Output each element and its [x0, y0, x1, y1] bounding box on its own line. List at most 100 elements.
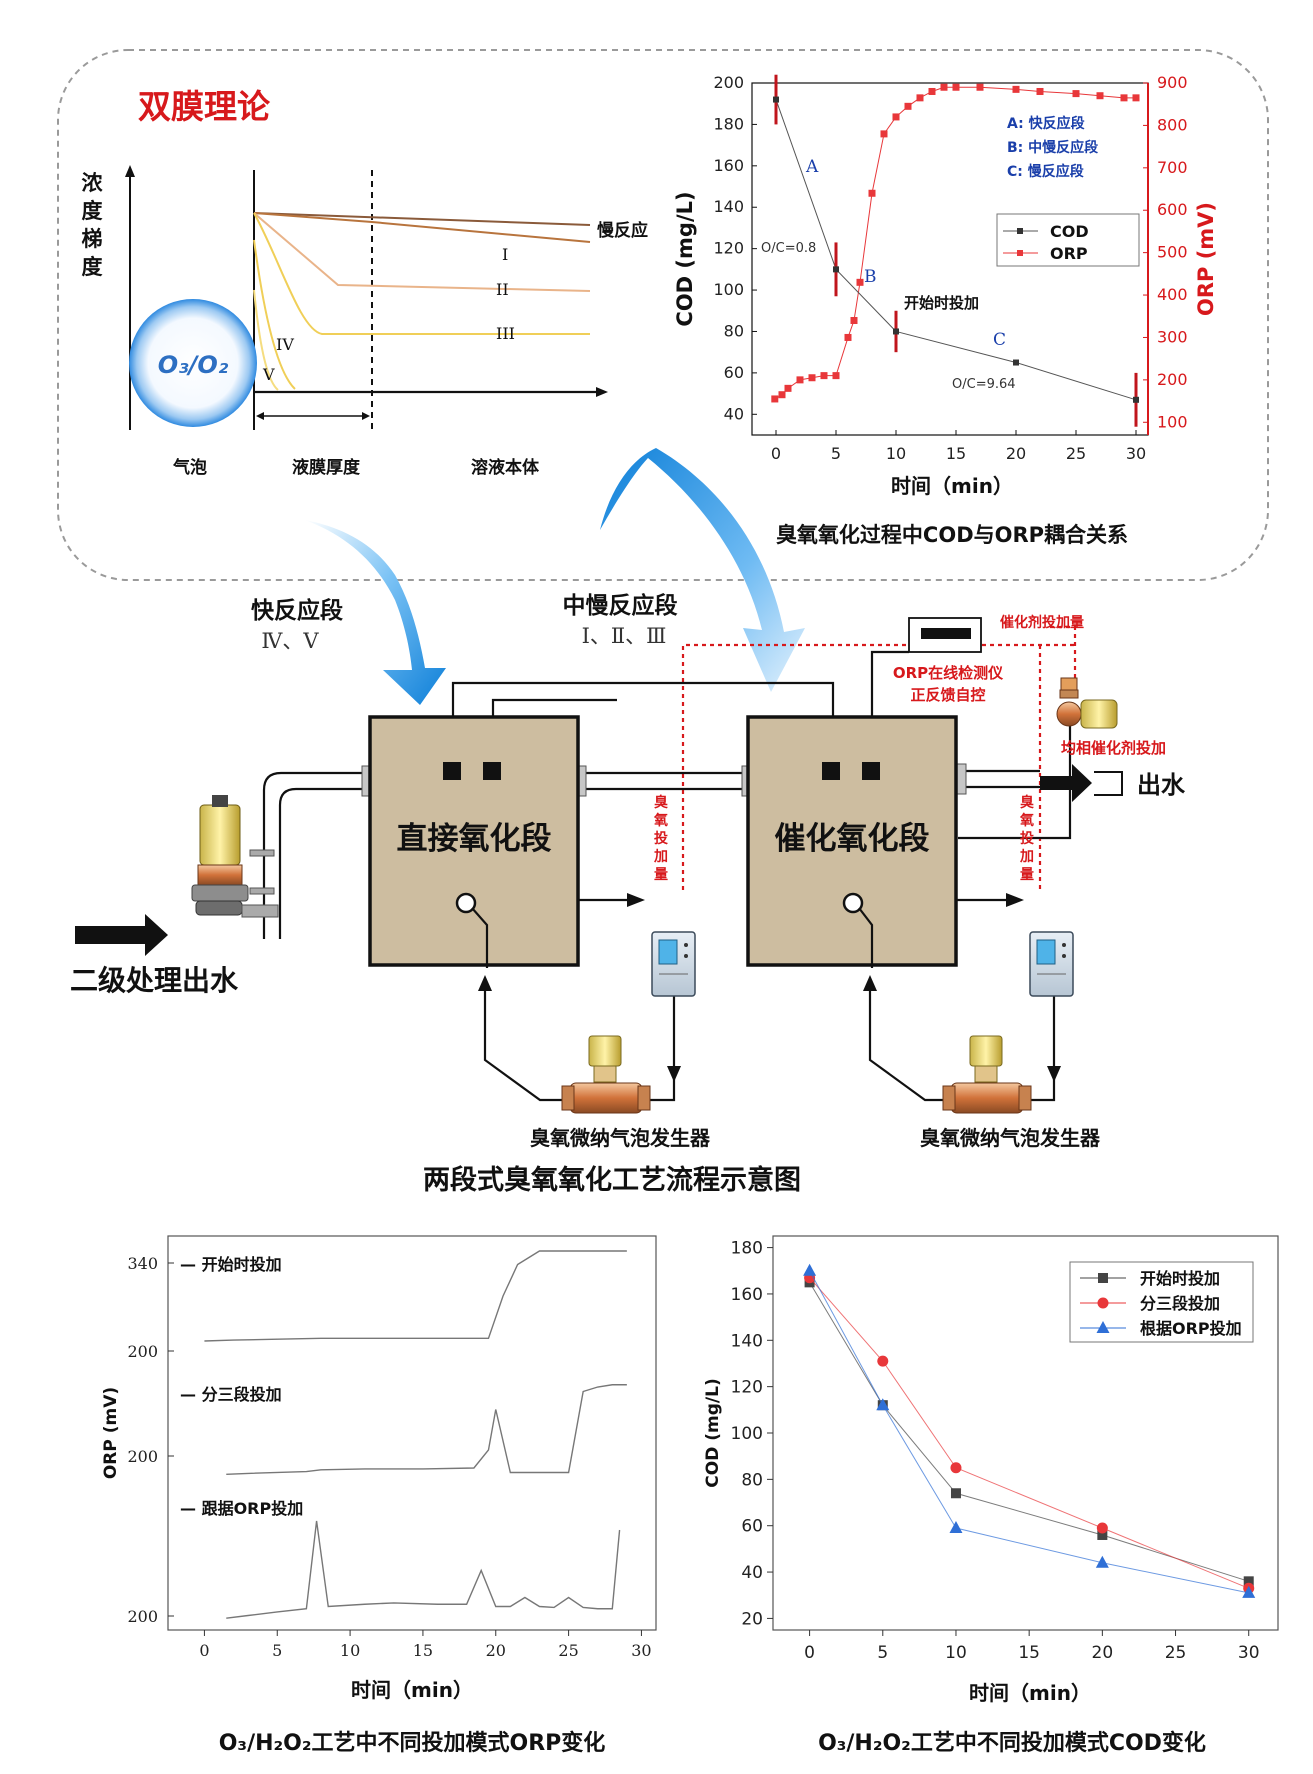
bubble-label: O₃/O₂: [158, 351, 229, 379]
chart1-ytick-label: 40: [724, 404, 744, 423]
stage-note-B: B: 中慢反应段: [1007, 139, 1098, 156]
chart3-title: O₃/H₂O₂工艺中不同投加模式COD变化: [818, 1730, 1206, 1756]
tank-catalytic-oxidation: [746, 715, 958, 967]
ozone-dose-label-2: 臭 氧 投 加 量: [1019, 794, 1035, 883]
orp-point: [1132, 94, 1140, 102]
chart3-ytick-label: 80: [741, 1470, 763, 1490]
chart2-xtick-label: 5: [272, 1641, 282, 1660]
chart2-xtick-label: 10: [340, 1641, 360, 1660]
film-thickness-right-arrow: [362, 412, 370, 420]
flow-arrow-1: [627, 893, 645, 907]
chart3-point: [877, 1355, 889, 1367]
orp-analyzer-icon: [908, 617, 982, 653]
chart3-xtick-label: 15: [1018, 1643, 1040, 1663]
orp-point: [940, 83, 948, 91]
zone-bulk-label: 溶液本体: [471, 457, 540, 478]
legend-cod-label: COD: [1050, 222, 1089, 241]
chart1-ytick-label: 200: [713, 73, 744, 92]
chart3-xtick-label: 30: [1238, 1643, 1260, 1663]
chart1-y2tick-label: 500: [1157, 243, 1188, 262]
chart1-xtick-label: 10: [886, 444, 906, 463]
orp-point: [850, 316, 858, 324]
chart2-series3-label: — 跟据ORP投加: [180, 1499, 303, 1518]
chart1-ytick-label: 60: [724, 363, 744, 382]
orp-monitor-label: ORP在线检测仪: [893, 664, 1004, 682]
chart3-point: [949, 1521, 963, 1534]
roman-II-label: II: [496, 280, 509, 299]
curve-I: [253, 212, 591, 243]
svg-text:加: 加: [653, 849, 668, 865]
mid-stage-label: 中慢反应段: [563, 592, 678, 619]
orp-monitor-2-icon: [1029, 931, 1074, 997]
annot-dose-at-start: 开始时投加: [904, 294, 979, 312]
zone-bubble-label: 气泡: [172, 457, 207, 478]
chart1-y2tick-label: 900: [1157, 73, 1188, 92]
tank1-label: 直接氧化段: [397, 821, 552, 857]
legend-orp-marker: [1017, 250, 1023, 256]
chart2-xtick-label: 0: [199, 1641, 209, 1660]
cod-point: [1013, 359, 1019, 366]
tank1-probe-2: [483, 762, 501, 780]
series1-dash: —: [180, 1255, 202, 1274]
chart3-point: [803, 1263, 817, 1276]
chart3-point: [876, 1398, 890, 1411]
tank2-diffuser-icon: [842, 892, 864, 914]
cod-point: [833, 266, 839, 273]
y-axis-char-2: 度: [82, 199, 103, 223]
series3-dash: —: [180, 1499, 202, 1518]
chart2-series-line: [226, 1520, 621, 1619]
chart1-y2label: ORP (mV): [1194, 202, 1218, 316]
orp-point: [778, 391, 786, 399]
chart3-point: [1095, 1555, 1109, 1568]
chart3-point: [1243, 1576, 1254, 1587]
chart3-point: [1242, 1585, 1256, 1598]
chart2-ytick-label: 200: [127, 1342, 158, 1361]
chart3-ytick-label: 60: [741, 1517, 763, 1537]
svg-text:臭: 臭: [654, 794, 669, 811]
flow-arrow-3: [667, 1066, 681, 1082]
orp-monitor-1-icon: [651, 931, 696, 997]
chart2-series-line: [226, 1384, 627, 1475]
orp-point: [796, 376, 804, 384]
catalyst-dosing-pump-icon: [1056, 677, 1118, 729]
bubble-generator-2-icon: [942, 1035, 1032, 1114]
annot-oc-start: O/C=0.8: [761, 241, 816, 256]
svg-text:量: 量: [1020, 867, 1034, 883]
chart1-y2tick-label: 700: [1157, 158, 1188, 177]
chart2-xtick-label: 20: [486, 1641, 506, 1660]
chart1-series-group: [771, 74, 1140, 427]
process-flow-diagram: 快反应段 Ⅳ、Ⅴ 中慢反应段 Ⅰ、Ⅱ、Ⅲ: [70, 592, 1186, 1196]
flow-arrow-2: [1006, 893, 1024, 907]
chart3-legend-marker: [1096, 1321, 1110, 1333]
chart3-xtick-label: 10: [945, 1643, 967, 1663]
svg-text:投: 投: [654, 831, 668, 847]
roman-IV-label: IV: [276, 335, 294, 354]
legend-s2-label: 分三段投加: [1140, 1294, 1220, 1313]
outlet-pipe-end: [1094, 771, 1123, 796]
chart1-ytick-label: 140: [713, 197, 744, 216]
outlet-label: 出水: [1137, 771, 1186, 799]
film-thickness-left-arrow: [256, 412, 264, 420]
chart2-xlabel: 时间（min）: [351, 1678, 473, 1702]
orp-point: [856, 278, 864, 286]
series2-name: 分三段投加: [202, 1385, 282, 1404]
legend-s1-label: 开始时投加: [1140, 1269, 1220, 1288]
two-film-title: 双膜理论: [138, 87, 271, 126]
cod-point: [1133, 396, 1139, 403]
cod-point: [893, 328, 899, 335]
bubble-generator-1-icon: [561, 1035, 651, 1114]
orp-dosing-modes-chart: ORP (mV) 时间（min） O₃/H₂O₂工艺中不同投加模式ORP变化 0…: [101, 1235, 657, 1756]
svg-text:加: 加: [1019, 849, 1034, 865]
chart1-y2tick-label: 300: [1157, 327, 1188, 346]
chart3-series-group: [803, 1263, 1256, 1598]
chart2-ylabel: ORP (mV): [101, 1387, 121, 1479]
chart3-legend: 开始时投加 分三段投加 根据ORP投加: [1069, 1261, 1254, 1343]
svg-text:臭: 臭: [1020, 794, 1035, 811]
chart3-xtick-label: 5: [877, 1643, 888, 1663]
cod-dosing-modes-chart: COD (mg/L) 时间（min） O₃/H₂O₂工艺中不同投加模式COD变化…: [703, 1235, 1279, 1756]
flow-arrow-5: [478, 975, 492, 991]
orp-point: [904, 102, 912, 110]
chart1-xtick-label: 15: [946, 444, 966, 463]
orp-point: [820, 372, 828, 380]
